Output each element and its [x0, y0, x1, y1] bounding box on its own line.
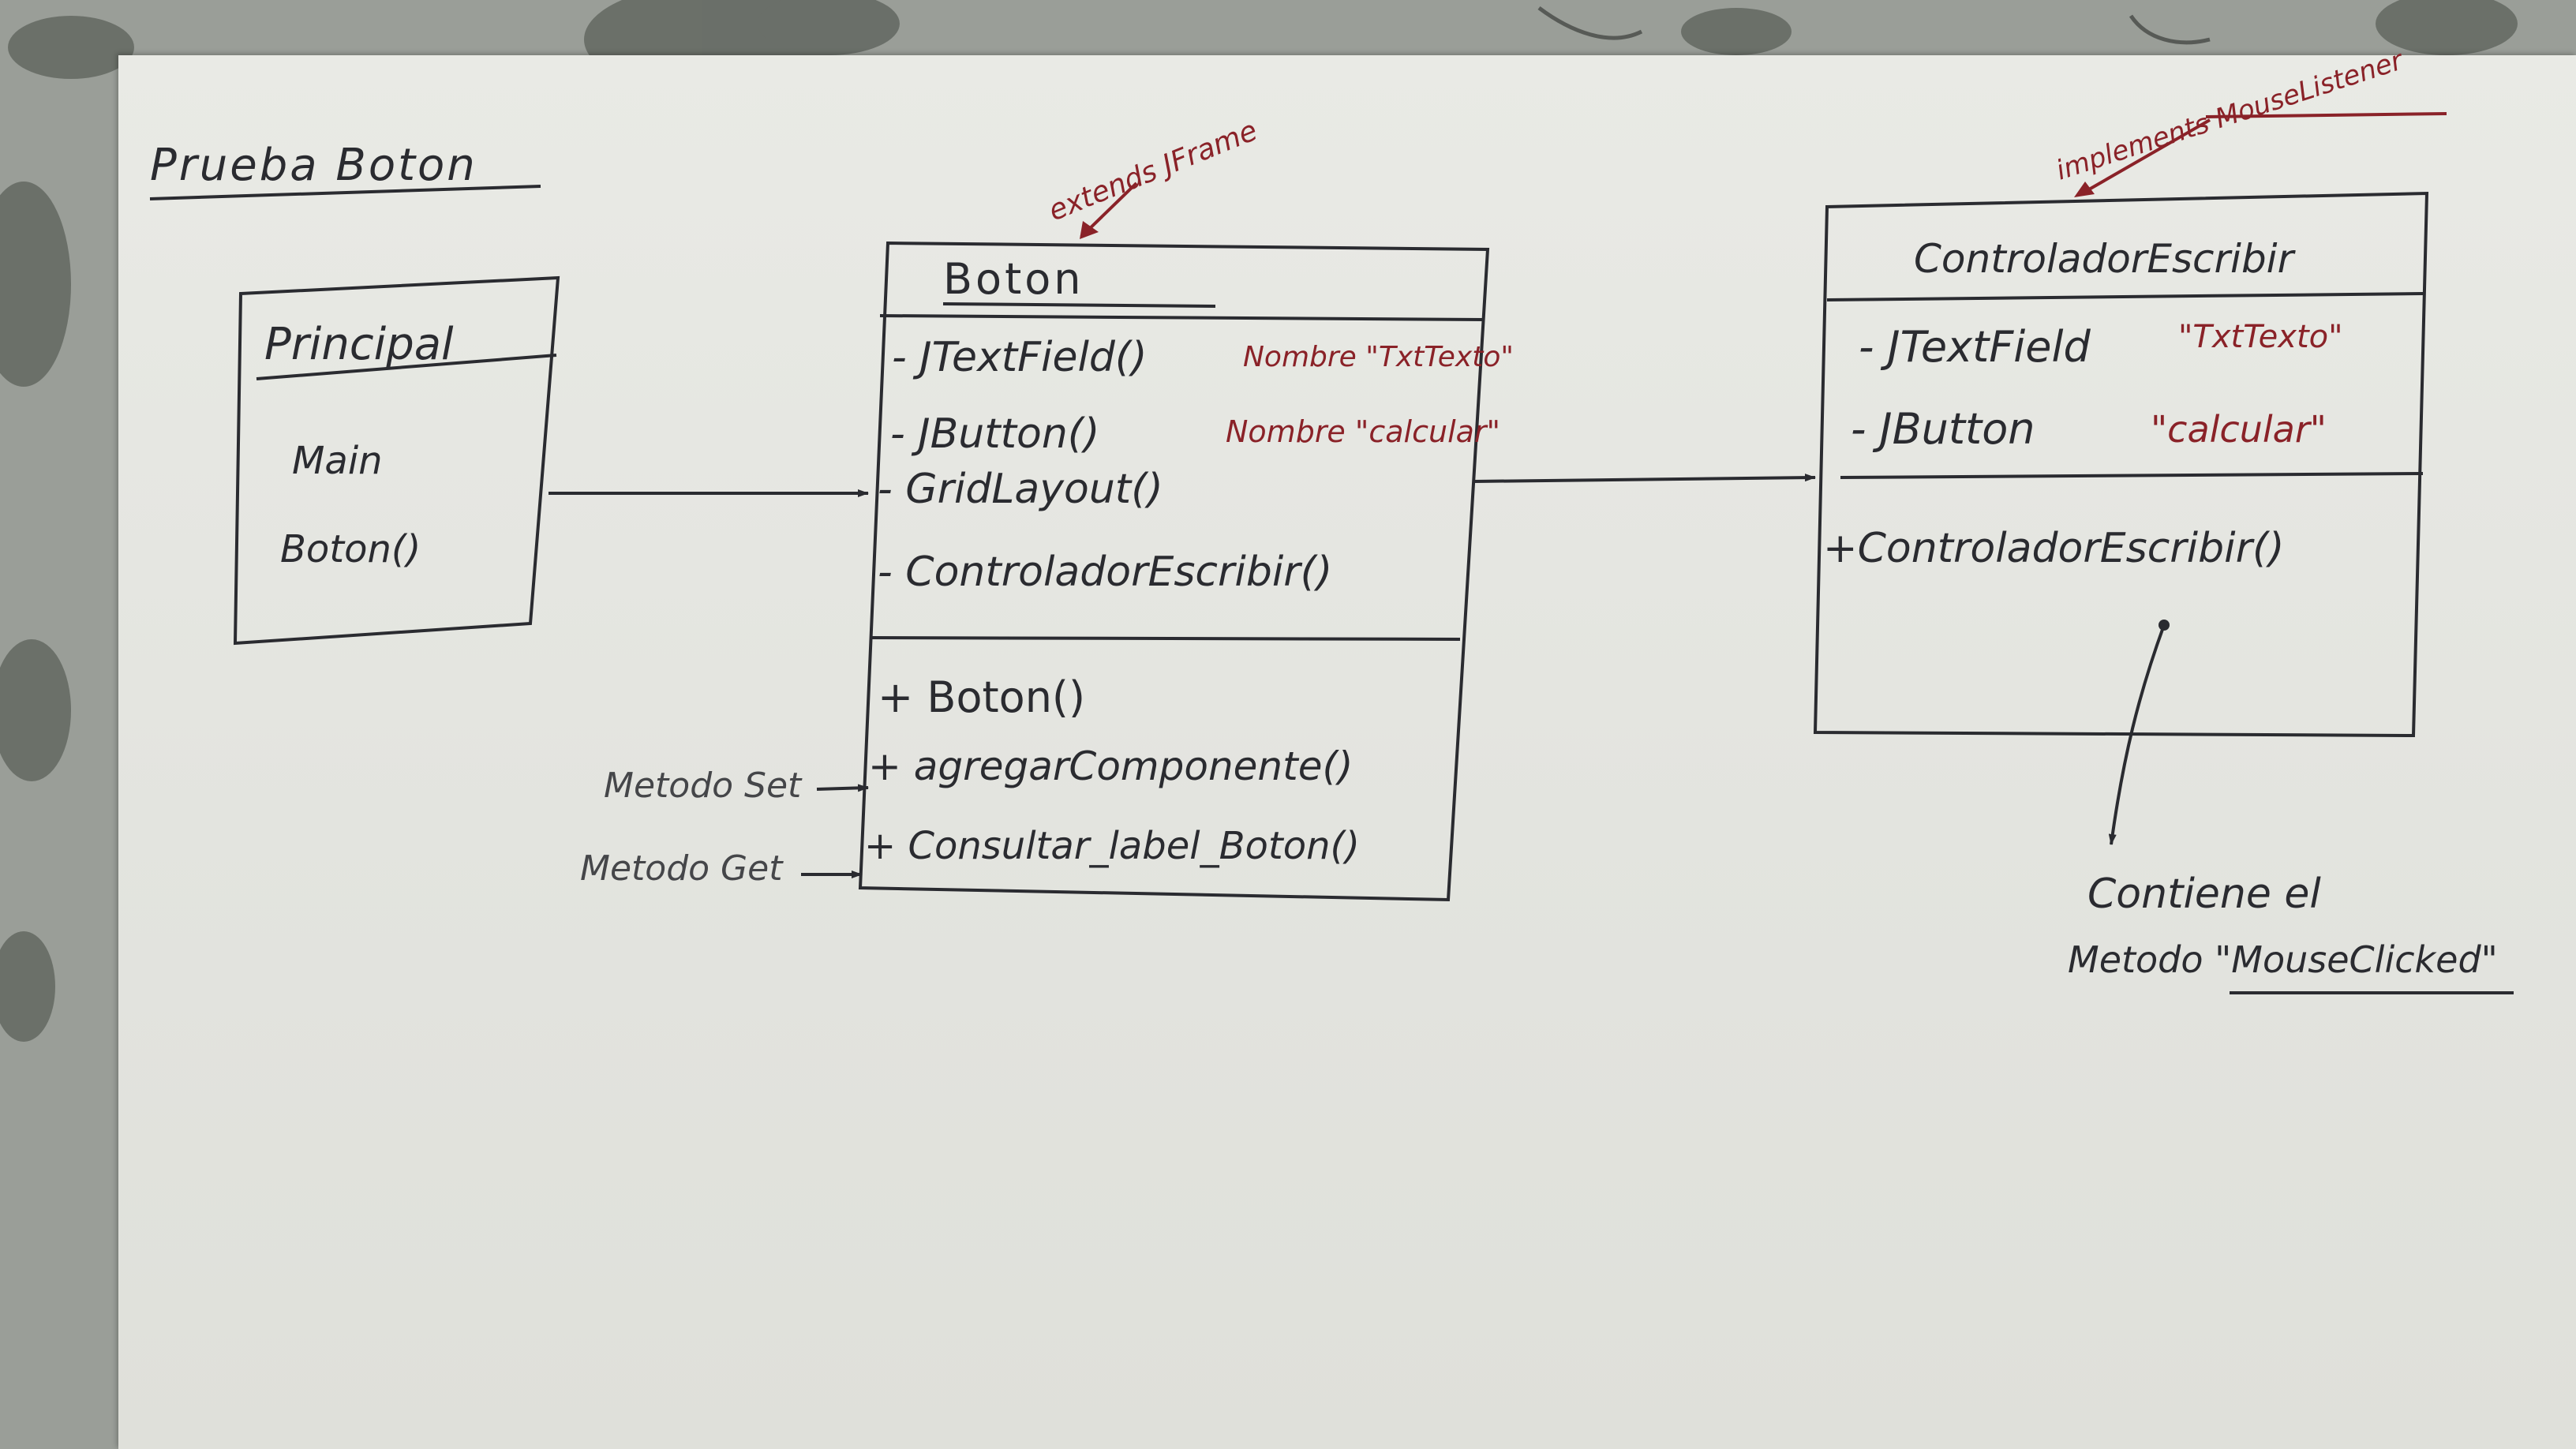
class-controlador: implements MouseListener ControladorEscr… [1813, 44, 2447, 738]
class-controlador-stereotype-arrow [2083, 118, 2211, 194]
class-controlador-box [1813, 191, 2429, 738]
class-boton-attr-jbutton-note: Nombre "calcular" [1226, 414, 1500, 449]
class-boton: extends JFrame Boton - JTextField() Nomb… [580, 114, 1514, 902]
class-principal-box [233, 275, 560, 646]
note-mouseclicked: "MouseClicked" [2215, 938, 2498, 981]
set-note-arrow [816, 784, 869, 792]
class-boton-method-agregar: + agregarComponente() [868, 743, 1353, 789]
class-boton-stereotype: extends JFrame [1044, 114, 1262, 227]
class-principal-member-main: Main [292, 439, 383, 483]
class-boton-divider-2 [871, 636, 1461, 641]
class-boton-attr-gridlayout: - GridLayout() [878, 466, 1163, 513]
class-boton-attr-jbutton: - JButton() [890, 410, 1099, 458]
note-contiene-line2: Metodo "MouseClicked" [2068, 938, 2498, 981]
class-boton-name-underline [942, 302, 1216, 308]
class-controlador-attr-jbutton: - JButton [1851, 404, 2035, 454]
class-controlador-name: ControladorEscribir [1914, 236, 2297, 282]
association-boton-controlador [1473, 474, 1816, 483]
class-boton-method-set-note: Metodo Set [604, 766, 803, 806]
class-controlador-stereotype-arrowhead [2074, 182, 2095, 197]
class-boton-divider-1 [879, 314, 1485, 321]
class-principal: Principal Main Boton() [233, 275, 560, 646]
note-contiene-line1: Contiene el [2087, 871, 2321, 918]
diagram-title: Prueba Boton [150, 140, 477, 191]
class-boton-method-boton: + Boton() [878, 672, 1085, 722]
class-controlador-attr-jtextfield: - JTextField [1859, 322, 2091, 372]
class-boton-method-consultar: + Consultar_label_Boton() [864, 824, 1360, 868]
class-principal-name: Principal [264, 319, 454, 370]
class-controlador-attr-jtextfield-note: "TxtTexto" [2178, 319, 2343, 355]
class-controlador-attr-jbutton-note: "calcular" [2151, 408, 2327, 451]
class-boton-method-get-note: Metodo Get [580, 848, 784, 889]
class-boton-attr-controlador: - ControladorEscribir() [878, 549, 1332, 596]
class-boton-name: Boton [943, 254, 1084, 304]
class-principal-member-boton: Boton() [280, 527, 421, 571]
title-underline [149, 185, 541, 200]
class-principal-divider [256, 354, 557, 380]
class-boton-stereotype-arrowhead [1080, 221, 1099, 239]
class-boton-box [858, 241, 1490, 902]
class-controlador-method-constructor: +ControladorEscribir() [1823, 525, 2285, 572]
class-controlador-divider-1 [1826, 292, 2424, 301]
note-metodo-prefix: Metodo [2068, 938, 2215, 981]
class-controlador-stereotype-underline [2205, 112, 2447, 118]
class-boton-attr-jtextfield-note: Nombre "TxtTexto" [1243, 341, 1514, 373]
class-controlador-divider-2 [1840, 472, 2424, 479]
note-arrow [2108, 624, 2166, 845]
class-boton-attr-jtextfield: - JTextField() [892, 334, 1148, 381]
paper-sheet [118, 55, 2576, 1449]
